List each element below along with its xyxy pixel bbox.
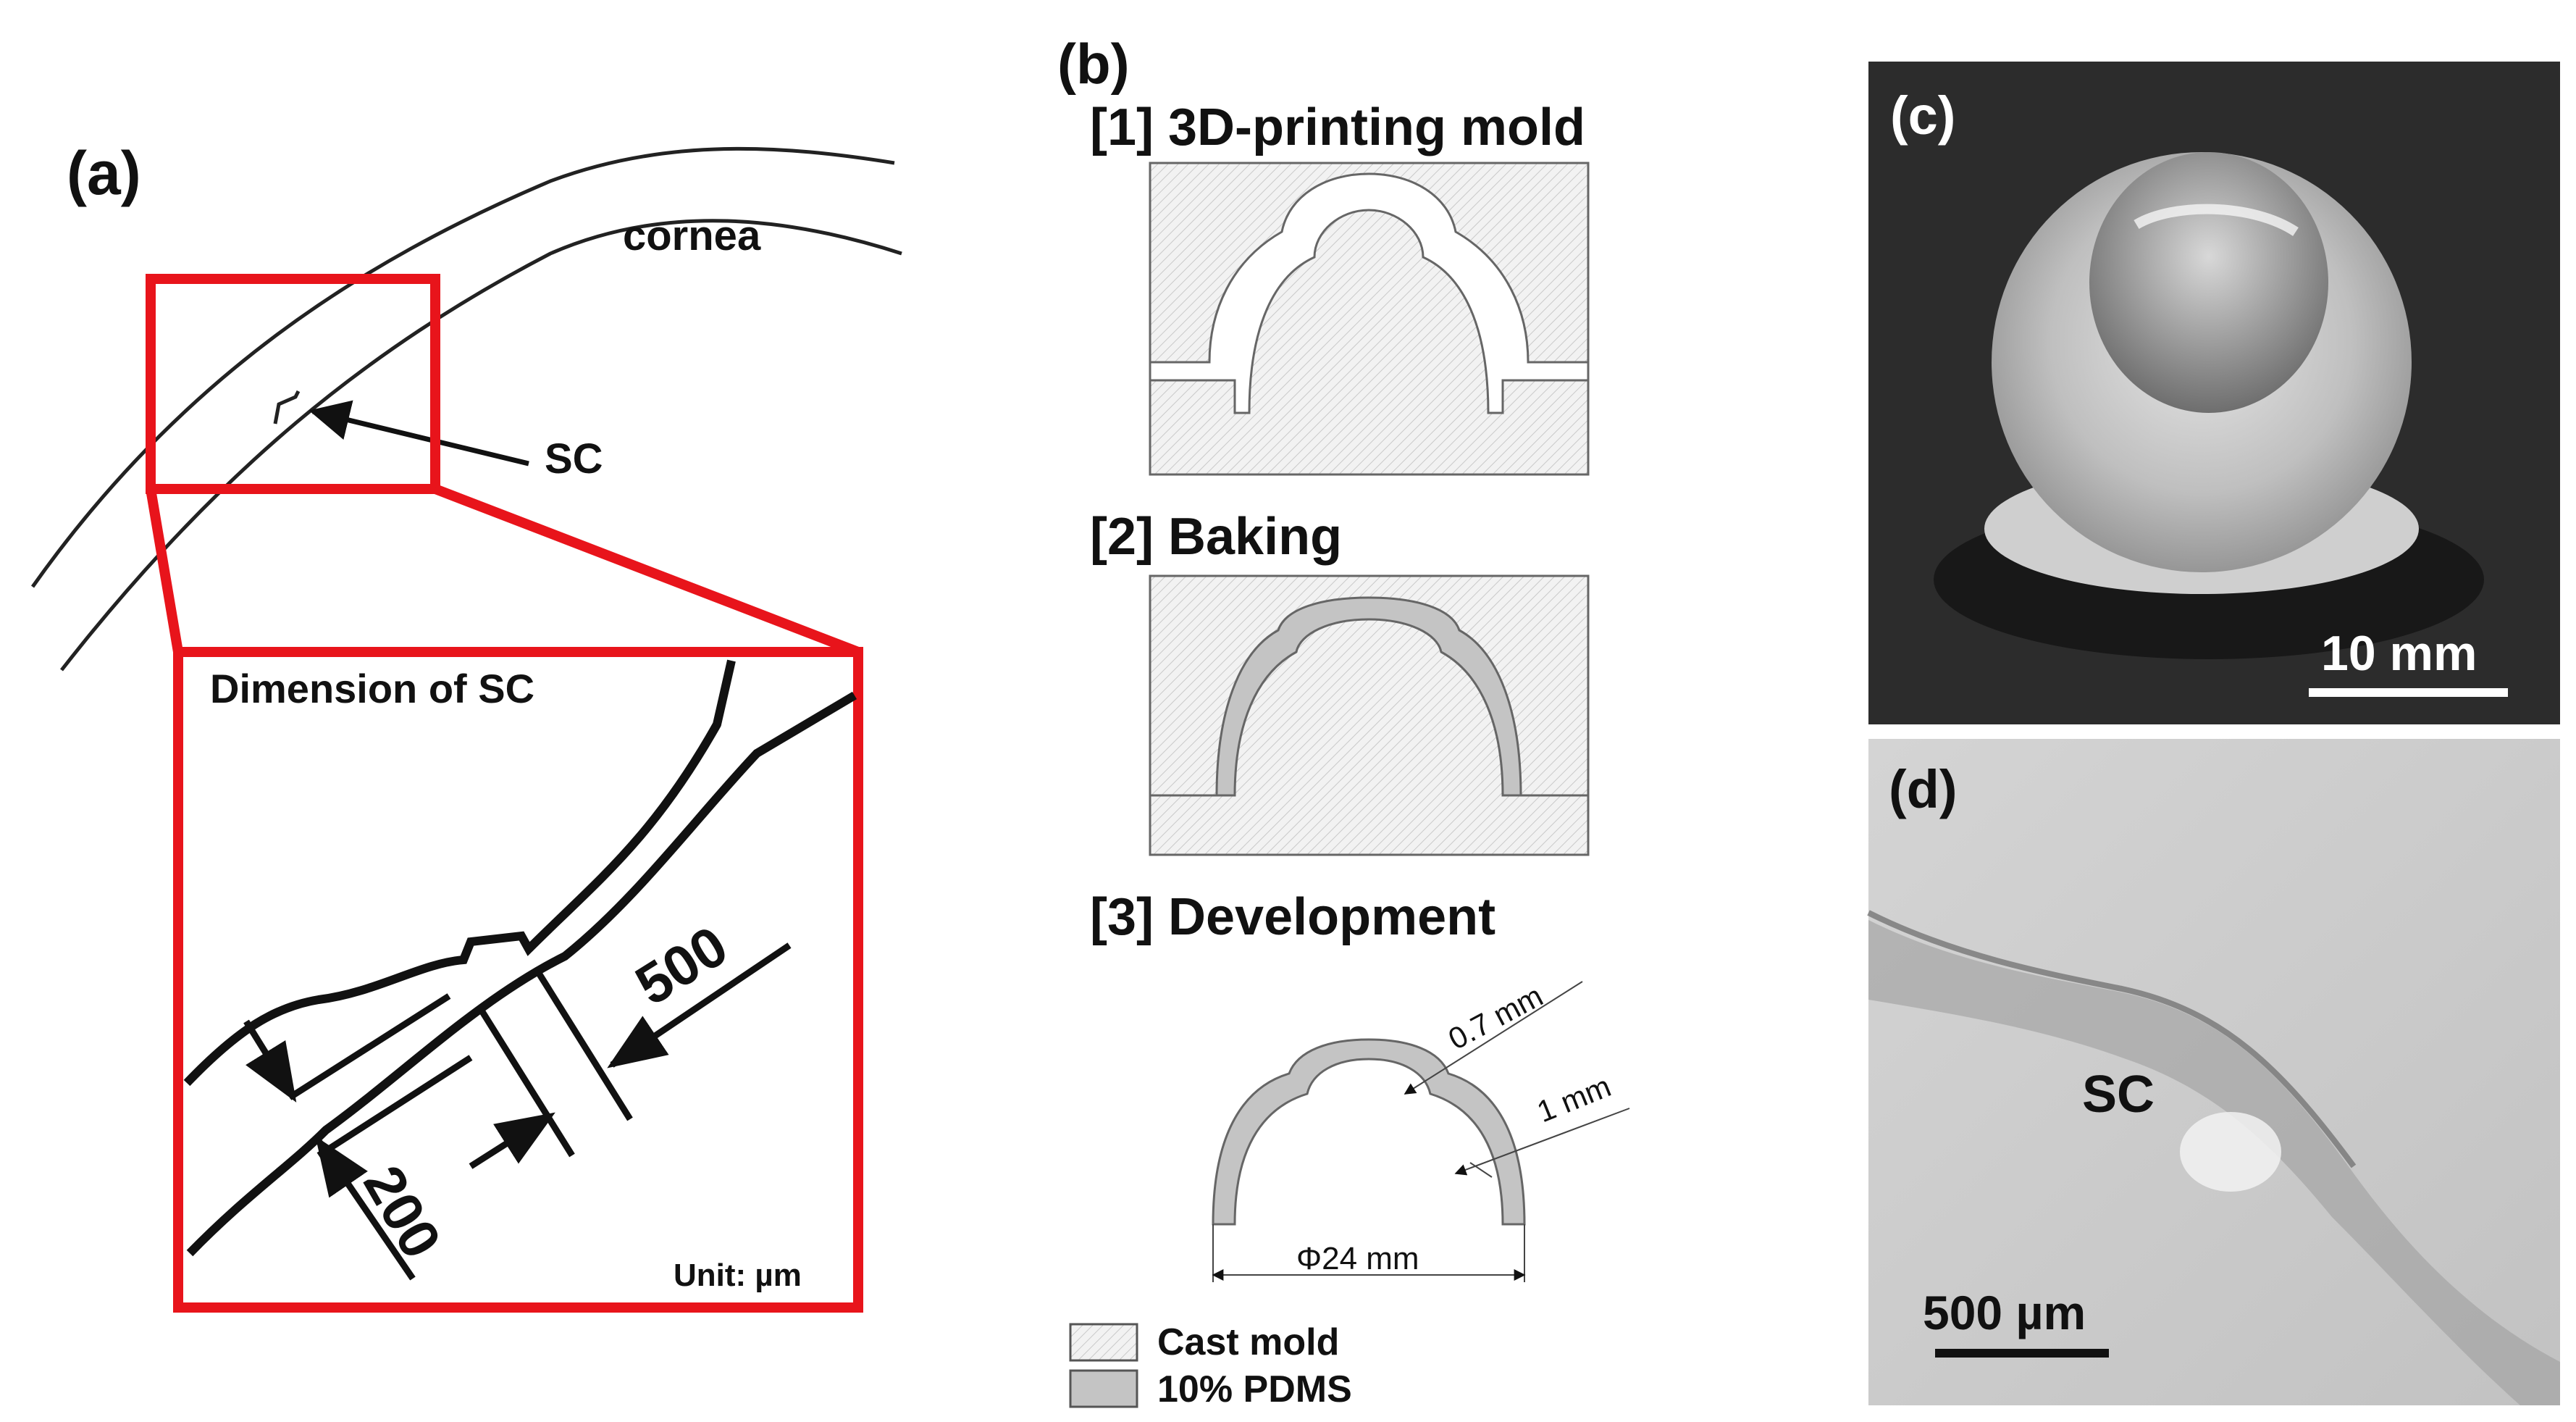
panel-c: (c) 10 mm [1868,62,2560,724]
panel-c-label: (c) [1890,85,1955,146]
dim-500-arrow-left [607,942,792,1068]
cornea-label: cornea [623,212,761,259]
step3-development-diagram [1212,981,1630,1282]
step1-title: [1] 3D-printing mold [1090,99,1585,156]
sc-arrow [309,400,529,467]
step3-title: [3] Development [1090,888,1495,946]
dim-200-ext-upper [288,993,451,1100]
sc-label-d: SC [2082,1066,2155,1124]
dim-200-arrow-down [243,1019,297,1103]
photo-d-canal-band [1868,920,2560,1405]
photo-d-bright-spot [2180,1112,2281,1192]
legend: Cast mold 10% PDMS [1069,1321,1352,1410]
panel-b-label: (b) [1057,32,1130,96]
inset-wall-outer [183,659,736,1087]
photo-c-cup [2089,152,2328,413]
dim-500-arrow-right [469,1112,555,1169]
panel-b: (b) [1] 3D-printing mold [2] Baking [3] … [1057,32,1630,1410]
sc-notch [273,390,301,424]
step2-title: [2] Baking [1090,508,1342,566]
scale-bar-c-label: 10 mm [2321,626,2477,681]
cornea-inner-curve [60,219,902,672]
dim-diameter-label: Φ24 mm [1296,1241,1419,1276]
panel-d: (d) SC 500 µm [1867,739,2560,1405]
unit-label: Unit: µm [674,1258,802,1293]
scale-bar-d [1935,1349,2109,1358]
legend-label-cast-mold: Cast mold [1157,1321,1339,1363]
legend-swatch-pdms [1069,1369,1138,1408]
photo-d-upper-wall [1867,910,2357,1168]
dim-500-ext-left [479,1008,575,1158]
scale-bar-d-label: 500 µm [1923,1286,2086,1339]
inset-title: Dimension of SC [210,666,534,711]
zoom-box [146,274,440,494]
sc-label: SC [545,435,603,482]
inset-wall-inner [186,691,857,1257]
dim-thick-label: 1 mm [1532,1068,1616,1129]
panel-a: (a) SC cornea Dimension of SC 200 500 Un… [30,139,902,1313]
panel-a-label: (a) [67,139,141,207]
zoom-connector-right [433,484,860,657]
zoom-connector-left [146,488,183,653]
photo-c-highlight [2134,204,2299,236]
panel-d-label: (d) [1889,759,1958,819]
legend-swatch-cast-mold [1069,1323,1138,1362]
step2-baking-diagram [1149,574,1590,856]
scale-bar-c [2309,688,2508,697]
cornea-outer-curve [30,146,895,588]
dim-thin-label: 0.7 mm [1443,979,1548,1056]
step1-mold-diagram [1149,162,1590,476]
dim-200-arrow-up [315,1136,416,1281]
dim-500-ext-right [537,972,633,1121]
legend-label-pdms: 10% PDMS [1157,1368,1352,1410]
